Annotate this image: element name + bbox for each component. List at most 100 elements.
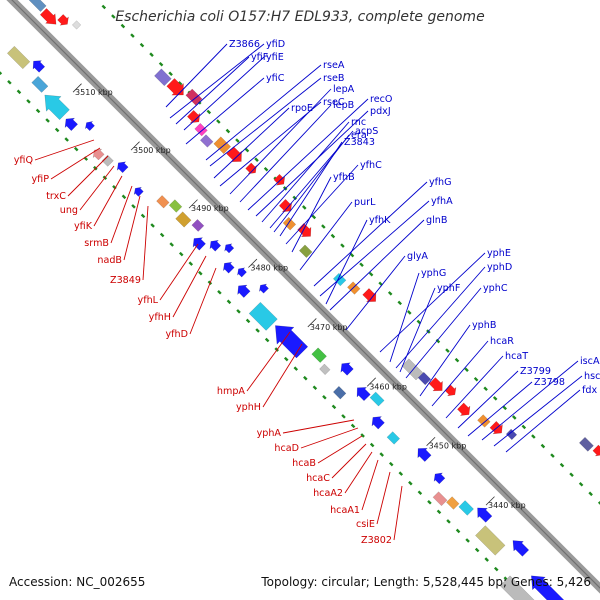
tick-mark: [349, 252, 355, 258]
forward-gene-arrow: [39, 8, 57, 25]
position-tick: [188, 199, 198, 209]
reverse-gene-arrow: [356, 387, 371, 402]
forward-gene-arrow: [297, 222, 312, 237]
tick-mark: [388, 461, 394, 467]
tick-mark: [446, 519, 451, 524]
gene-label: hcaB: [292, 458, 316, 469]
gene-block: [6, 45, 31, 70]
gene-label: glyA: [407, 251, 428, 262]
leader-line: [345, 255, 406, 331]
gene-block: [319, 363, 331, 376]
leader-line: [175, 56, 250, 125]
tick-mark: [0, 71, 3, 75]
gene-label: acpS: [355, 126, 378, 137]
tick-mark: [311, 214, 317, 220]
tick-mark: [159, 232, 165, 238]
leader-line: [331, 443, 367, 479]
gene-label: rseC: [323, 97, 345, 108]
gene-block: [213, 136, 232, 155]
gene-label: yfhD: [165, 329, 188, 340]
tick-mark: [140, 213, 146, 219]
gene-label: Z3849: [110, 275, 141, 286]
tick-mark: [397, 300, 402, 306]
tick-mark: [26, 99, 31, 104]
leader-line: [467, 381, 533, 437]
tick-mark: [254, 157, 259, 162]
tick-mark: [131, 204, 136, 209]
gene-label: yfhL: [138, 295, 159, 306]
leader-line: [376, 471, 391, 525]
tick-mark: [474, 547, 480, 553]
tick-mark: [350, 423, 356, 429]
gene-label: Z3866: [229, 39, 260, 50]
tick-mark: [54, 127, 60, 133]
tick-mark: [111, 14, 116, 19]
tick-mark: [292, 195, 297, 201]
forward-gene-arrow: [245, 162, 257, 175]
leader-line: [493, 375, 583, 447]
tick-mark: [188, 261, 194, 266]
gene-block: [446, 496, 460, 510]
gene-label: srmB: [84, 238, 109, 249]
genome-backbone-edge: [11, 0, 600, 589]
leader-line: [255, 110, 369, 217]
position-tick: [130, 141, 140, 151]
gene-label: trxC: [46, 191, 66, 202]
position-marker-label: 3460 kbp: [369, 382, 407, 391]
tick-mark: [226, 299, 232, 305]
gene-label: yfhK: [369, 215, 391, 226]
genome-summary-text: Topology: circular; Length: 5,528,445 bp…: [261, 575, 591, 589]
tick-mark: [293, 366, 299, 371]
tick-mark: [255, 328, 260, 333]
gene-label: yphE: [487, 248, 511, 259]
leader-line: [325, 219, 368, 305]
leader-line: [213, 107, 290, 179]
gene-label: hcaA1: [330, 505, 360, 516]
tick-mark: [263, 166, 269, 172]
position-tick: [485, 496, 495, 506]
gene-label: yfhH: [149, 312, 171, 323]
gene-label: Z3799: [520, 366, 551, 377]
gene-block: [156, 195, 170, 209]
gene-block: [282, 216, 297, 231]
tick-mark: [217, 290, 222, 295]
tick-mark: [588, 491, 593, 497]
gene-block: [347, 281, 361, 295]
gene-label: yfhG: [429, 177, 452, 188]
gene-label: yfiE: [266, 52, 284, 63]
label-leader-lines: [34, 43, 583, 541]
leader-line: [419, 324, 471, 397]
tick-mark: [150, 223, 155, 228]
leader-line: [189, 267, 217, 335]
tick-mark: [244, 147, 250, 153]
tick-mark: [149, 52, 154, 57]
feature-tracks: [6, 0, 600, 600]
tick-mark: [368, 271, 374, 277]
tick-mark: [64, 137, 69, 142]
gene-block: [475, 525, 506, 556]
reverse-gene-arrow: [133, 186, 144, 197]
accession-text: Accession: NC_002655: [9, 575, 146, 589]
tick-mark: [139, 42, 145, 48]
gene-label: lepA: [333, 84, 355, 95]
tick-mark: [473, 376, 479, 382]
gene-label: hcaR: [490, 336, 514, 347]
gene-label: yfiF: [251, 52, 268, 63]
tick-mark: [35, 108, 41, 114]
reverse-gene-arrow: [512, 540, 530, 557]
position-marker-label: 3450 kbp: [429, 442, 467, 451]
tick-mark: [168, 71, 173, 77]
gene-label: rseA: [323, 60, 345, 71]
leader-line: [110, 185, 133, 244]
leader-line: [79, 165, 115, 211]
gene-block: [477, 414, 491, 428]
tick-mark: [331, 404, 337, 410]
leader-line: [262, 343, 303, 408]
gene-label: yphD: [487, 262, 512, 273]
gene-label: Z3843: [344, 137, 375, 148]
tick-mark: [483, 386, 488, 392]
gene-label: yfhA: [431, 196, 453, 207]
forward-gene-arrow: [273, 173, 286, 186]
gene-label: yfhC: [360, 160, 382, 171]
leader-line: [299, 201, 353, 271]
